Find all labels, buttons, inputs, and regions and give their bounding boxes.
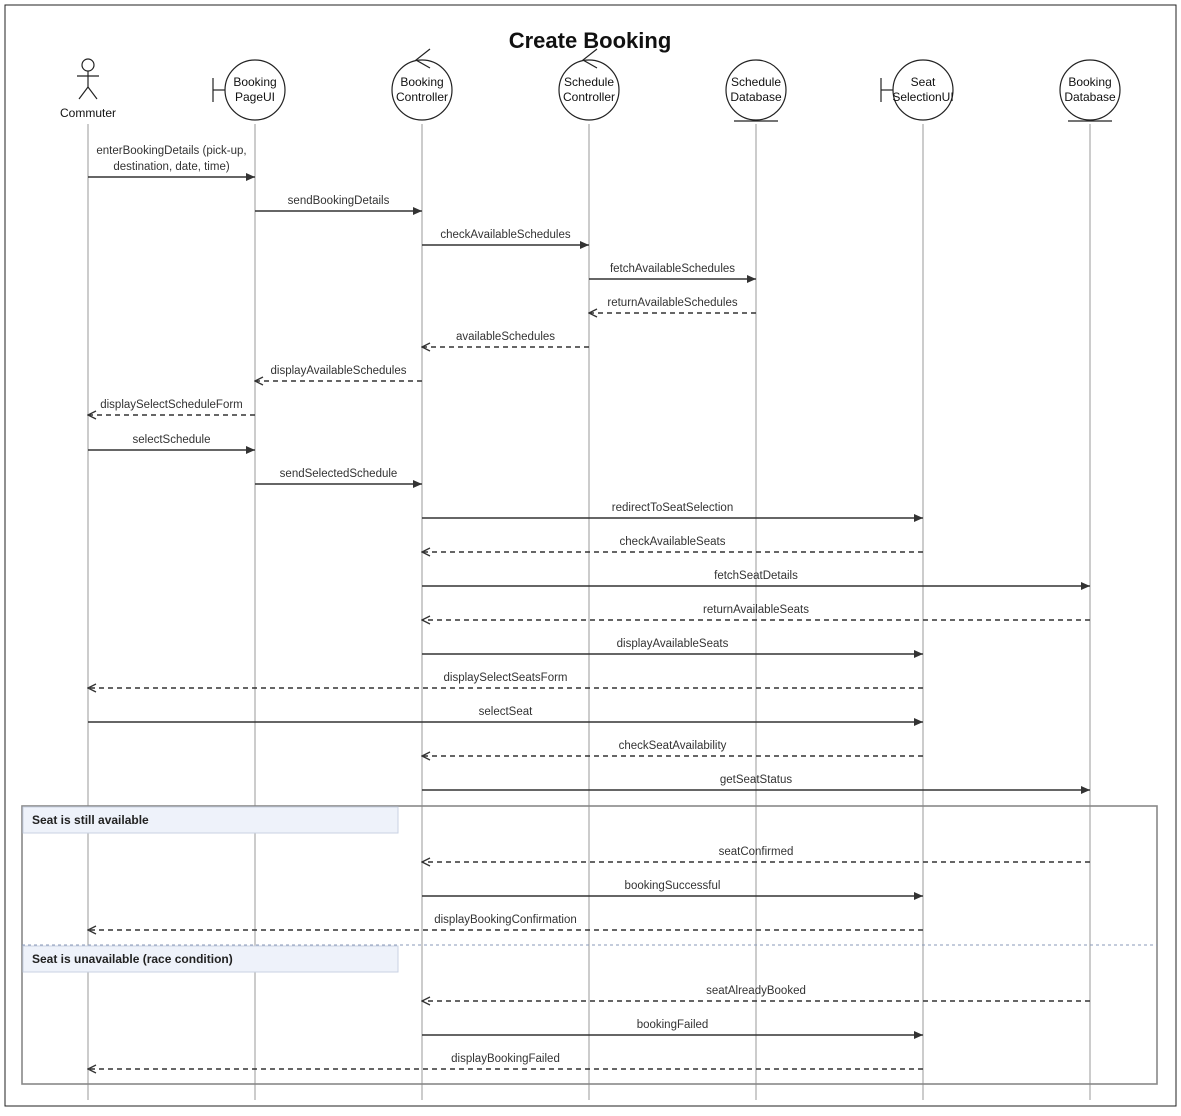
message-reply: seatAlreadyBooked bbox=[422, 985, 1090, 1001]
participant-label: Seat bbox=[911, 75, 936, 89]
message-label: getSeatStatus bbox=[720, 774, 792, 786]
alt-guard-label: Seat is still available bbox=[32, 813, 149, 827]
participant-label: Commuter bbox=[60, 106, 116, 120]
alt-guard: Seat is still available bbox=[22, 806, 399, 834]
participant-label: Database bbox=[1064, 90, 1116, 104]
message-label: seatConfirmed bbox=[719, 846, 794, 858]
message-label: selectSchedule bbox=[133, 434, 211, 446]
message-reply: displayBookingConfirmation bbox=[88, 914, 923, 930]
message-sync: checkAvailableSchedules bbox=[422, 229, 589, 249]
participant-label: PageUI bbox=[235, 90, 275, 104]
message-reply: returnAvailableSchedules bbox=[589, 297, 756, 313]
message-label: bookingFailed bbox=[637, 1019, 709, 1031]
control-icon bbox=[558, 48, 620, 121]
participant-circle bbox=[558, 59, 620, 121]
message-sync: sendBookingDetails bbox=[255, 195, 422, 215]
participant-label: Controller bbox=[563, 90, 615, 104]
participant-label: Schedule bbox=[564, 75, 614, 89]
message-label: seatAlreadyBooked bbox=[706, 985, 806, 997]
alt-guard-box bbox=[22, 945, 399, 973]
actor-right-leg bbox=[87, 86, 98, 100]
message-label: displaySelectScheduleForm bbox=[100, 399, 243, 411]
participant-commuter: Commuter bbox=[60, 58, 116, 120]
message-reply: displaySelectSeatsForm bbox=[88, 672, 923, 688]
entity-icon bbox=[1059, 59, 1121, 122]
alt-guard-label: Seat is unavailable (race condition) bbox=[32, 952, 233, 966]
participant-label: Booking bbox=[233, 75, 276, 89]
message-label: returnAvailableSchedules bbox=[607, 297, 737, 309]
message-reply: displayBookingFailed bbox=[88, 1053, 923, 1069]
alt-guard: Seat is unavailable (race condition) bbox=[22, 945, 399, 973]
participant-circle bbox=[1059, 59, 1121, 121]
participant-label: Schedule bbox=[731, 75, 781, 89]
actor-head bbox=[81, 58, 95, 72]
message-label: selectSeat bbox=[479, 706, 534, 718]
message-reply: availableSchedules bbox=[422, 331, 589, 347]
message-label: sendBookingDetails bbox=[288, 195, 390, 207]
message-label: bookingSuccessful bbox=[625, 880, 721, 892]
message-label: fetchSeatDetails bbox=[714, 570, 798, 582]
diagram-title: Create Booking bbox=[509, 28, 672, 53]
message-sync: bookingFailed bbox=[422, 1019, 923, 1039]
message-sync: redirectToSeatSelection bbox=[422, 502, 923, 522]
message-reply: displayAvailableSchedules bbox=[255, 365, 422, 381]
message-reply: displaySelectScheduleForm bbox=[88, 399, 255, 415]
message-label: checkSeatAvailability bbox=[619, 740, 727, 752]
message-sync: fetchAvailableSchedules bbox=[589, 263, 756, 283]
message-sync: displayAvailableSeats bbox=[422, 638, 923, 658]
message-label: displaySelectSeatsForm bbox=[444, 672, 568, 684]
actor-icon bbox=[77, 58, 99, 100]
participant-label: Database bbox=[730, 90, 782, 104]
message-label: displayAvailableSeats bbox=[617, 638, 729, 650]
message-label: availableSchedules bbox=[456, 331, 555, 343]
participant-label: Controller bbox=[396, 90, 448, 104]
entity-icon bbox=[725, 59, 787, 122]
message-sync: enterBookingDetails (pick-up, destination… bbox=[88, 145, 255, 181]
control-arrow bbox=[581, 48, 598, 69]
participant-label: SelectionUI bbox=[892, 90, 953, 104]
boundary-icon bbox=[212, 59, 286, 121]
message-sync: bookingSuccessful bbox=[422, 880, 923, 900]
message-label: redirectToSeatSelection bbox=[612, 502, 733, 514]
message-sync: selectSeat bbox=[88, 706, 923, 726]
message-label: displayAvailableSchedules bbox=[271, 365, 407, 377]
message-sync: getSeatStatus bbox=[422, 774, 1090, 794]
message-sync: fetchSeatDetails bbox=[422, 570, 1090, 590]
message-label: checkAvailableSchedules bbox=[440, 229, 570, 241]
message-label: fetchAvailableSchedules bbox=[610, 263, 735, 275]
message-reply: seatConfirmed bbox=[422, 846, 1090, 862]
message-label: displayBookingConfirmation bbox=[434, 914, 577, 926]
message-reply: checkSeatAvailability bbox=[422, 740, 923, 756]
message-sync: selectSchedule bbox=[88, 434, 255, 454]
message-label: displayBookingFailed bbox=[451, 1053, 560, 1065]
participant-label: Booking bbox=[400, 75, 443, 89]
message-label: returnAvailableSeats bbox=[703, 604, 809, 616]
control-arrow bbox=[414, 48, 431, 69]
diagram-border bbox=[4, 4, 1177, 1107]
control-icon bbox=[391, 48, 453, 121]
message-label: sendSelectedSchedule bbox=[280, 468, 398, 480]
message-label: destination, date, time) bbox=[113, 161, 230, 173]
alt-guard-box bbox=[22, 806, 399, 834]
message-label: enterBookingDetails (pick-up, bbox=[96, 145, 246, 157]
message-sync: sendSelectedSchedule bbox=[255, 468, 422, 488]
actor-left-leg bbox=[78, 86, 89, 100]
message-reply: checkAvailableSeats bbox=[422, 536, 923, 552]
participant-circle bbox=[725, 59, 787, 121]
participant-circle bbox=[391, 59, 453, 121]
participant-label: Booking bbox=[1068, 75, 1111, 89]
boundary-icon bbox=[880, 59, 954, 121]
message-label: checkAvailableSeats bbox=[620, 536, 726, 548]
message-reply: returnAvailableSeats bbox=[422, 604, 1090, 620]
